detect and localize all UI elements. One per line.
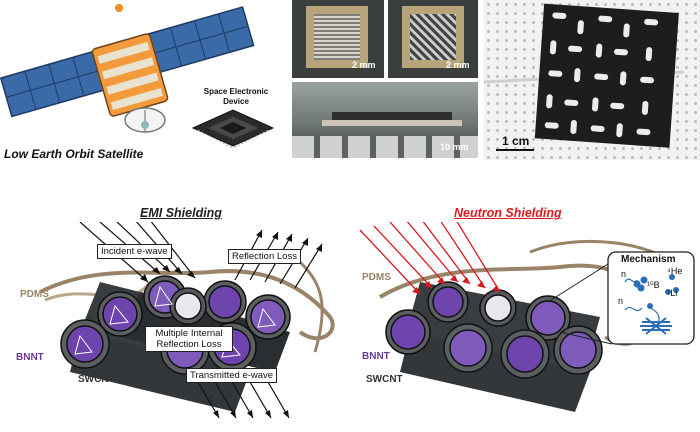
emi-bnnt-label: BNNT [16,352,44,363]
neutron-pdms-label: PDMS [362,272,391,283]
scale-chip-left: 2 mm [352,60,376,70]
neutron-he: ⁴He [667,266,683,276]
neutron-diagram [359,222,695,412]
satellite-illustration [0,4,255,133]
chip-photo-right: 2 mm [388,0,478,78]
neutron-bnnt-label: BNNT [362,351,390,362]
neutron-n1: n [621,269,627,279]
emi-transmitted-label: Transmitted e-wave [186,368,278,383]
scale-chip-right: 2 mm [446,60,470,70]
device-chip-illustration [191,109,275,149]
scale-side: 10 mm [440,142,469,152]
neutron-n2: n [618,296,624,306]
device-label: Space Electronic Device [203,87,269,106]
scale-mesh: 1 cm [502,134,530,148]
neutron-title: Neutron Shielding [454,206,562,220]
emi-pdms-label: PDMS [20,289,49,300]
neutron-swcnt-label: SWCNT [366,374,403,385]
emi-reflection-label: Reflection Loss [228,249,301,264]
side-view-photo: 10 mm [292,82,478,158]
chip-photo-left: 2 mm [292,0,384,78]
neutron-mechanism-title: Mechanism [621,254,676,265]
emi-swcnt-label: SWCNT [78,374,115,385]
mesh-photo: 1 cm [484,0,700,160]
neutron-b10: ¹⁰B [647,280,660,290]
emi-multiple-label: Multiple Internal Reflection Loss [145,326,233,352]
satellite-caption: Low Earth Orbit Satellite [4,147,144,161]
emi-title: EMI Shielding [140,206,222,220]
neutron-li: ⁷Li [667,288,678,298]
emi-incident-label: Incident e-wave [97,244,172,259]
